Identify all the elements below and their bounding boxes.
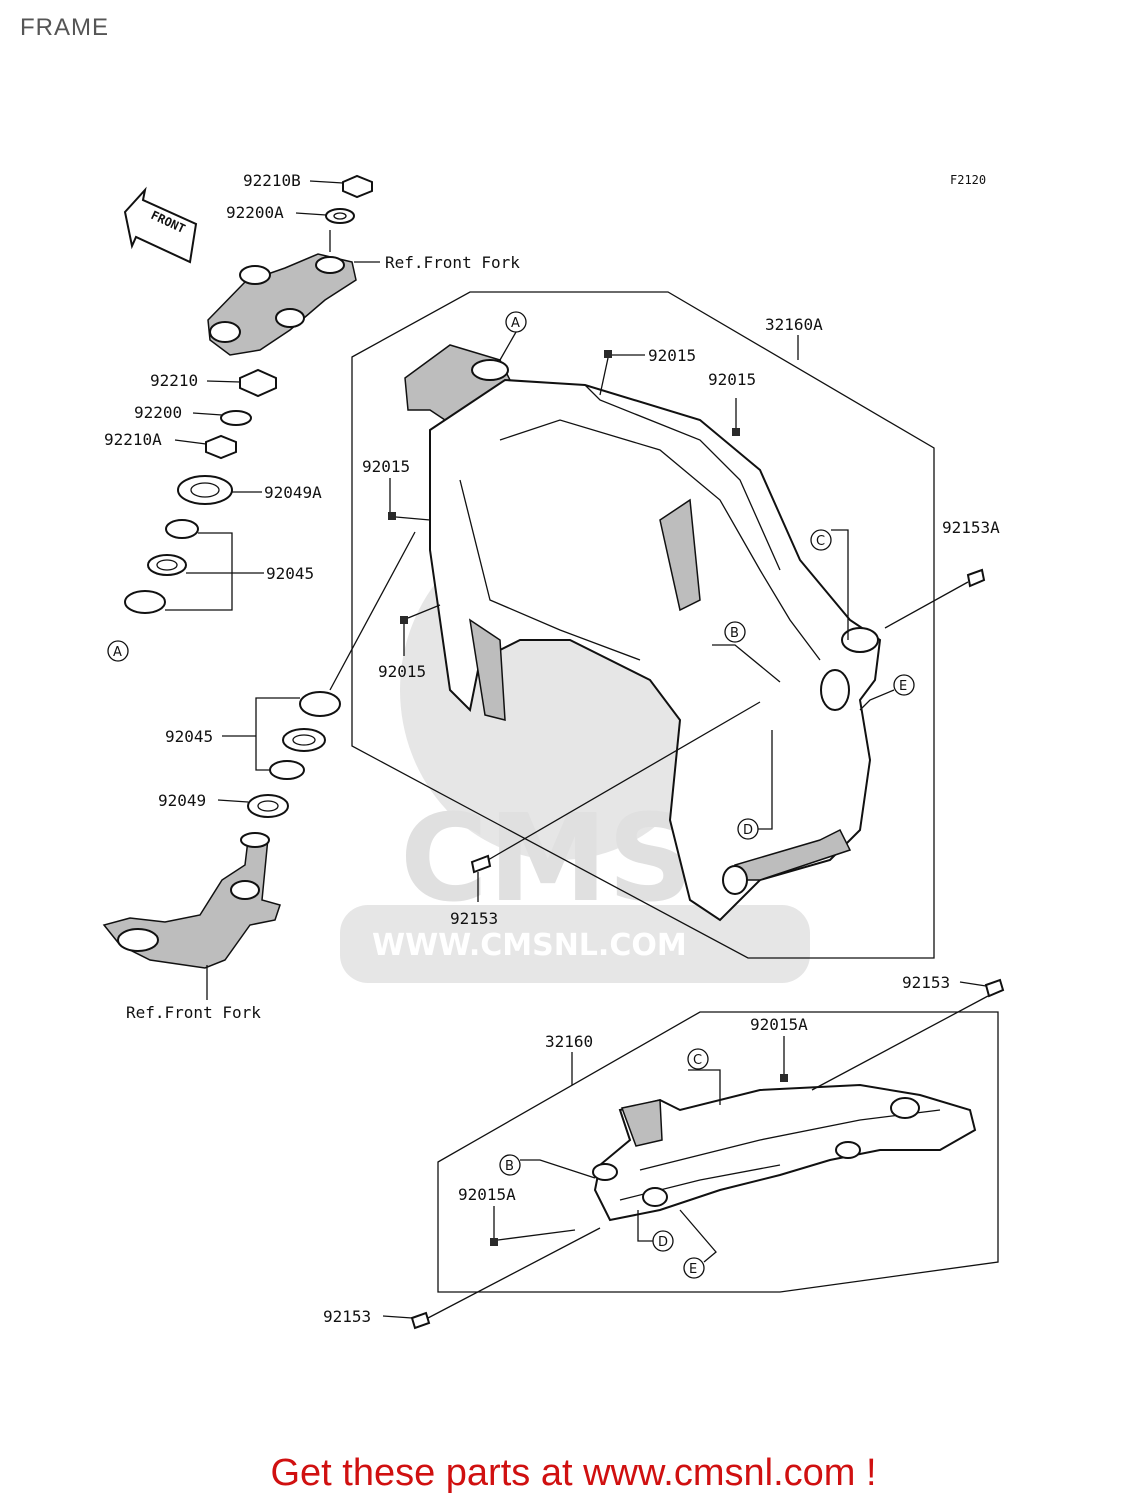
ref-marker-b-main-text: B: [730, 626, 739, 641]
bolt-92015-4: [400, 616, 408, 624]
bolt-92015-3: [388, 512, 396, 520]
steering-stem-parts: 92210B 92200A Ref.Front Fork 92210 92200…: [102, 171, 520, 1022]
label-92210b: 92210B: [243, 171, 301, 190]
ref-marker-a-top-text: A: [511, 316, 520, 331]
bolt-92015a-1: [780, 1074, 788, 1082]
watermark-banner: [340, 905, 810, 983]
label-92153a: 92153A: [942, 518, 1000, 537]
ref-marker-c-main: [810, 529, 832, 551]
diagram-code: F2120: [950, 173, 986, 187]
bearing-race-stem-bottom: [269, 760, 305, 780]
nut-92210a: [205, 434, 237, 460]
frame-bracket-right: [659, 498, 701, 612]
ref-marker-e-sub-text: E: [689, 1262, 697, 1277]
label-92200: 92200: [134, 403, 182, 422]
label-92049: 92049: [158, 791, 206, 810]
page-title: FRAME: [20, 14, 109, 41]
frame-pivot-boss: [841, 627, 879, 653]
label-92210: 92210: [150, 371, 198, 390]
bolt-92153a: [966, 568, 986, 588]
bolt-92153-3: [410, 1311, 431, 1330]
sub-frame-body: [593, 1083, 977, 1222]
label-92153-1: 92153: [450, 909, 498, 928]
footer-promo-link[interactable]: Get these parts at www.cmsnl.com !: [270, 1452, 877, 1494]
bearing-stem: [282, 728, 326, 752]
bearing-race-stem-top: [299, 691, 341, 717]
label-92210a: 92210A: [104, 430, 162, 449]
label-92049a: 92049A: [264, 483, 322, 502]
seal-92049: [247, 794, 289, 818]
ref-marker-b-sub: [499, 1154, 521, 1176]
bolt-92153-1: [470, 854, 492, 874]
ref-marker-a-left-text: A: [113, 645, 122, 660]
label-32160: 32160: [545, 1032, 593, 1051]
label-92200a: 92200A: [226, 203, 284, 222]
ref-marker-e-main-text: E: [899, 679, 907, 694]
label-92045-bottom: 92045: [165, 727, 213, 746]
ref-marker-d-sub-text: D: [658, 1235, 668, 1250]
bolt-92153-2: [984, 978, 1005, 998]
upper-triple-clamp: [207, 253, 357, 356]
label-92015a-1: 92015A: [750, 1015, 808, 1034]
label-32160a: 32160A: [765, 315, 823, 334]
label-92153-3: 92153: [323, 1307, 371, 1326]
bearing-upper: [147, 554, 187, 576]
sub-frame-upper-mount: [620, 1099, 663, 1147]
label-92015-4: 92015: [378, 662, 426, 681]
washer-92200: [220, 410, 252, 426]
seal-92049a: [177, 475, 233, 505]
label-92153-2: 92153: [902, 973, 950, 992]
watermark-url-text: WWW.CMSNL.COM: [372, 928, 687, 963]
ref-marker-c-sub-text: C: [693, 1053, 702, 1068]
label-92015a-2: 92015A: [458, 1185, 516, 1204]
washer-92200a: [325, 208, 355, 224]
front-arrow-icon: FRONT: [123, 186, 198, 264]
bearing-race-upper: [165, 519, 199, 539]
ref-marker-e-sub: [683, 1257, 705, 1279]
bolt-92015-2: [732, 428, 740, 436]
main-frame-assembly: 32160A A 92015 92015 92015 92015: [351, 291, 1000, 959]
bolt-92015a-2: [490, 1238, 498, 1246]
ref-marker-e-main: [893, 674, 915, 696]
label-ref-front-fork-top: Ref.Front Fork: [385, 253, 520, 272]
label-ref-front-fork-bottom: Ref.Front Fork: [126, 1003, 261, 1022]
label-92015-3: 92015: [362, 457, 410, 476]
ref-marker-b-sub-text: B: [505, 1159, 514, 1174]
label-92015-1: 92015: [648, 346, 696, 365]
sub-frame-assembly: 32160 92153 92153 92015A 92015A B C: [323, 973, 1005, 1330]
ref-marker-c-main-text: C: [816, 534, 825, 549]
ref-marker-a-left: [107, 640, 129, 662]
nut-92210b: [342, 174, 373, 199]
nut-92210: [239, 368, 277, 398]
sub-frame-outline: [437, 1011, 999, 1293]
main-frame-outline: [351, 291, 935, 959]
ref-marker-b-main: [724, 621, 746, 643]
ref-marker-d-main-text: D: [743, 823, 753, 838]
bearing-race-lower: [124, 590, 166, 614]
frame-bracket-left: [468, 618, 506, 721]
ref-marker-c-sub: [687, 1048, 709, 1070]
label-92045-top: 92045: [266, 564, 314, 583]
bolt-92015-1: [604, 350, 612, 358]
label-92015-2: 92015: [708, 370, 756, 389]
